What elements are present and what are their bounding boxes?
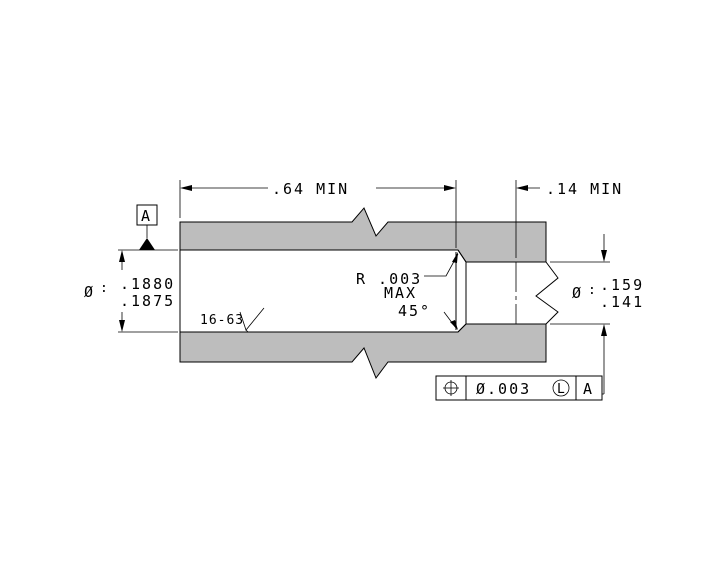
fcf-tolerance: Ø.003 — [476, 380, 531, 398]
fcf-outline — [435, 375, 579, 401]
datum-triangle — [139, 238, 155, 250]
surface-finish-label: 16-63 — [200, 313, 244, 328]
upper-wall — [179, 207, 547, 263]
chamfer-bottom — [457, 323, 467, 333]
arrow-bore-bottom — [119, 320, 125, 332]
feature-control-frame: Ø.003 L A — [435, 375, 603, 401]
fcf-modifier: L — [557, 382, 565, 397]
arrow-cb-top — [601, 250, 607, 262]
bore-diameter-symbol: Ø — [84, 283, 93, 301]
arrow-cb-bottom — [601, 324, 607, 336]
break-line-right — [535, 261, 559, 325]
radius-value-label: R .003 — [356, 270, 422, 288]
arrow-14 — [516, 185, 528, 191]
cb-colon: : — [588, 283, 597, 298]
bore-lower-limit: .1875 — [120, 292, 175, 310]
chamfer-top — [457, 249, 467, 263]
radius-arrow — [452, 252, 458, 263]
cb-lower-limit: .141 — [600, 293, 644, 311]
cb-upper-limit: .159 — [600, 276, 644, 294]
radius-qualifier-label: MAX — [384, 284, 417, 302]
datum-letter: A — [141, 207, 150, 225]
chamfer-arrow — [450, 320, 458, 330]
bore-colon: : — [100, 281, 109, 296]
fcf-datum-ref: A — [583, 380, 592, 398]
step-min-label: .14 MIN — [546, 180, 623, 198]
radius-leader — [424, 253, 459, 277]
cb-diameter-symbol: Ø — [572, 284, 581, 302]
arrow-64-right — [444, 185, 456, 191]
arrow-64-left — [180, 185, 192, 191]
length-min-label: .64 MIN — [272, 180, 349, 198]
arrow-bore-top — [119, 250, 125, 262]
bore-upper-limit: .1880 — [120, 275, 175, 293]
surface-finish-leader — [245, 329, 249, 333]
chamfer-label: 45° — [398, 302, 431, 320]
fcf-datum-cell — [575, 375, 603, 401]
lmc-modifier-icon — [552, 379, 570, 397]
